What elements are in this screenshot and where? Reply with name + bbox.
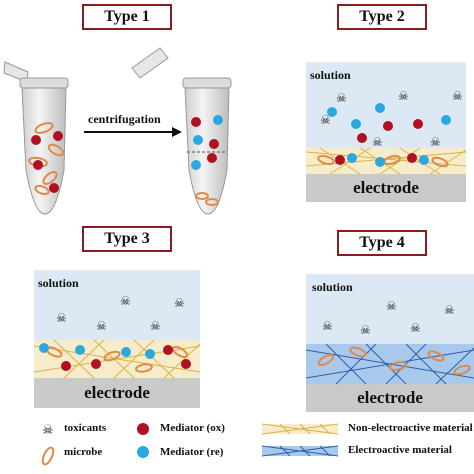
non-electroactive-swatch <box>261 423 339 435</box>
svg-text:☠: ☠ <box>386 299 397 313</box>
legend-toxicants: toxicants <box>64 422 107 434</box>
type-3-solution-label: solution <box>38 276 79 290</box>
type-2-label: Type 2 <box>337 4 427 30</box>
tube-before-centrifugation <box>3 61 69 215</box>
svg-text:☠: ☠ <box>150 319 161 333</box>
svg-text:☠: ☠ <box>56 311 67 325</box>
svg-text:☠: ☠ <box>174 296 185 310</box>
svg-text:☠: ☠ <box>96 319 107 333</box>
type-1-label: Type 1 <box>82 4 172 30</box>
legend-microbe: microbe <box>64 446 103 458</box>
type-4-solution-label: solution <box>312 280 353 294</box>
type-4-label: Type 4 <box>337 230 427 256</box>
svg-text:☠: ☠ <box>322 319 333 333</box>
legend-electroactive: Electroactive material <box>348 444 452 456</box>
type-3-solution <box>34 270 200 340</box>
svg-text:☠: ☠ <box>398 89 409 103</box>
type-2-solution-label: solution <box>310 68 351 82</box>
legend-non-electroactive: Non-electroactive material <box>348 422 473 434</box>
microbe-pellet <box>195 192 219 206</box>
type-3-electrode: electrode <box>34 378 200 408</box>
centrifugation-label: centrifugation <box>88 112 161 126</box>
mediator-re-icon <box>137 446 149 458</box>
svg-text:☠: ☠ <box>320 113 331 127</box>
svg-text:☠: ☠ <box>336 91 347 105</box>
legend-mediator-re: Mediator (re) <box>160 446 224 458</box>
type-3-label: Type 3 <box>82 226 172 252</box>
svg-text:☠: ☠ <box>452 89 463 103</box>
svg-text:☠: ☠ <box>410 321 421 335</box>
legend-mediator-ox: Mediator (ox) <box>160 422 225 434</box>
toxicant-icon: ☠ <box>42 422 54 437</box>
svg-text:☠: ☠ <box>430 135 441 149</box>
svg-text:☠: ☠ <box>360 323 371 337</box>
microbe-icon <box>41 446 55 466</box>
centrifugation-arrow <box>84 127 182 137</box>
type-4-solution <box>306 274 474 344</box>
mediator-ox-icon <box>137 423 149 435</box>
type-2-solution <box>306 62 466 148</box>
svg-text:☠: ☠ <box>120 294 131 308</box>
electroactive-swatch <box>261 445 339 457</box>
type-4-electrode: electrode <box>306 384 474 412</box>
svg-text:☠: ☠ <box>372 135 383 149</box>
type-2-electrode: electrode <box>306 174 466 202</box>
svg-text:☠: ☠ <box>444 303 455 317</box>
